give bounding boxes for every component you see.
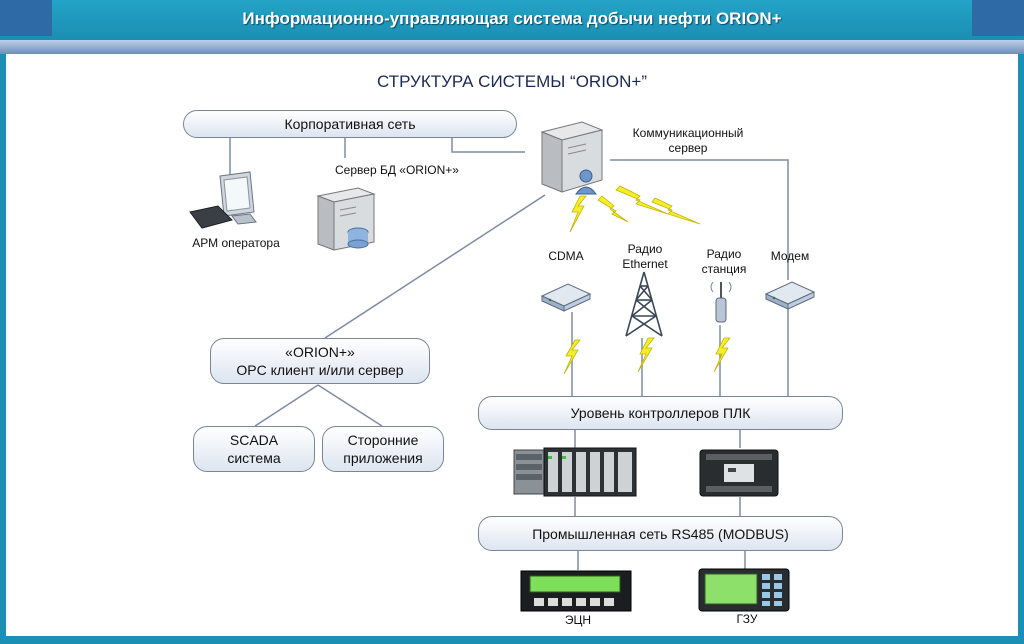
- radio-station-label: Радио станция: [692, 247, 756, 277]
- opc-label-line1: «ORION+»: [285, 344, 355, 360]
- comm-server-icon: [540, 121, 604, 195]
- bolt-cdma-icon: [569, 195, 587, 233]
- comm-server-label-line1: Коммуникационный: [632, 126, 744, 140]
- link-opc-apps: [317, 384, 383, 427]
- bolt-eth-icon: [597, 195, 629, 223]
- link-commserver-opc: [324, 194, 546, 339]
- corporate-network-box: Корпоративная сеть: [183, 110, 517, 138]
- plc-level-label: Уровень контроллеров ПЛК: [570, 405, 751, 421]
- header-title: Информационно-управляющая система добычи…: [242, 9, 782, 28]
- third-party-apps-box: Сторонние приложения: [322, 426, 444, 472]
- bolt-radio2-icon: [651, 197, 701, 225]
- operator-workstation-icon: [189, 171, 257, 229]
- scada-box: SCADA система: [193, 426, 315, 472]
- bolt-radio-icon: [615, 185, 669, 215]
- header-corner-left: [0, 0, 52, 36]
- cdma-label: CDMA: [548, 249, 584, 263]
- radio-tower-icon: [625, 271, 663, 337]
- comm-server-label: Коммуникационный сервер: [618, 126, 758, 156]
- modem-icon: [764, 281, 816, 310]
- radio-station-line2: станция: [701, 262, 747, 276]
- radio-station-icon: [710, 281, 732, 323]
- link-commserver-modem: [610, 159, 789, 280]
- opc-server-box: «ORION+» OPC клиент и/или сервер: [210, 338, 430, 384]
- header-stripe: [0, 40, 1024, 54]
- modem-label: Модем: [770, 249, 810, 263]
- apps-label-line2: приложения: [343, 450, 423, 466]
- scada-label-line2: система: [227, 450, 281, 466]
- esp-label: ЭЦН: [564, 613, 592, 627]
- link-opc-scada: [254, 384, 319, 427]
- plc-compact-icon: [699, 449, 779, 497]
- esp-controller-icon: [520, 570, 632, 612]
- link-corp-commserver: [451, 138, 525, 153]
- plc-modular-icon: [513, 447, 637, 497]
- scada-label-line1: SCADA: [229, 432, 279, 448]
- radio-ethernet-label: Радио Ethernet: [610, 242, 680, 272]
- gzu-controller-icon: [698, 568, 790, 612]
- bolt-cdma-plc-icon: [563, 339, 581, 375]
- operator-label: АРМ оператора: [192, 236, 280, 250]
- comm-server-label-line2: сервер: [668, 141, 708, 155]
- header-corner-right: [972, 0, 1024, 36]
- rs485-box: Промышленная сеть RS485 (MODBUS): [478, 516, 843, 551]
- bolt-tower-plc-icon: [637, 337, 655, 373]
- wireless-bolts: [563, 185, 731, 375]
- plc-level-box: Уровень контроллеров ПЛК: [478, 396, 843, 430]
- radio-ethernet-line2: Ethernet: [622, 257, 668, 271]
- gzu-label: ГЗУ: [736, 612, 758, 626]
- cdma-modem-icon: [540, 283, 592, 312]
- diagram-title: СТРУКТУРА СИСТЕМЫ “ORION+”: [376, 72, 648, 91]
- rs485-label: Промышленная сеть RS485 (MODBUS): [532, 525, 789, 542]
- bolt-radio-plc-icon: [713, 337, 731, 373]
- header-bar: [0, 0, 1024, 40]
- radio-ethernet-line1: Радио: [627, 242, 663, 256]
- apps-label-line1: Сторонние: [347, 432, 419, 448]
- radio-station-line1: Радио: [706, 247, 742, 261]
- db-server-label: Сервер БД «ORION+»: [335, 163, 459, 177]
- db-server-icon: [316, 187, 376, 251]
- opc-label-line2: OPC клиент и/или сервер: [236, 362, 404, 378]
- corporate-network-label: Корпоративная сеть: [284, 116, 416, 132]
